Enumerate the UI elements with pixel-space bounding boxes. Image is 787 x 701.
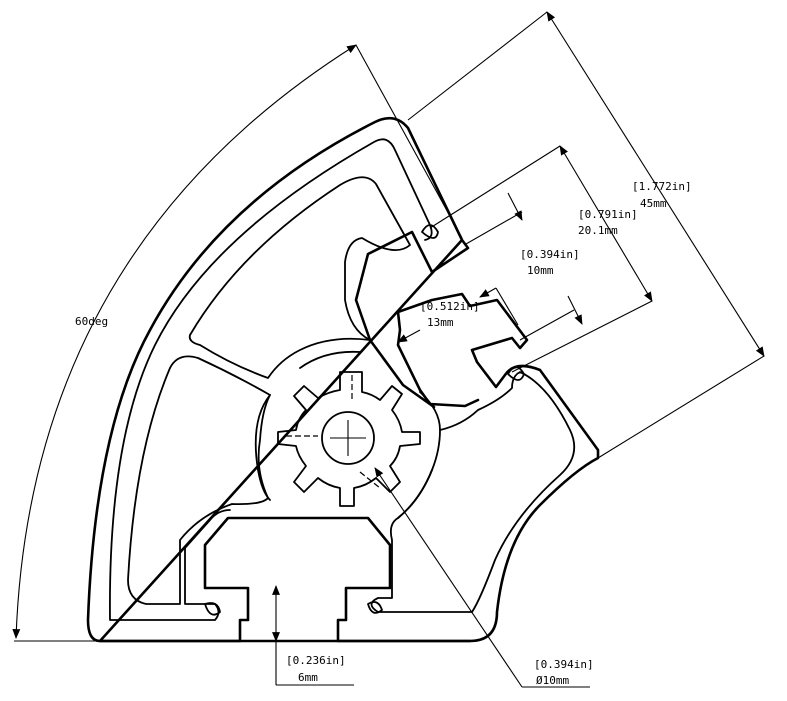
- svg-text:Ø10mm: Ø10mm: [536, 674, 569, 687]
- svg-text:10mm: 10mm: [527, 264, 554, 277]
- svg-text:[0.394in]: [0.394in]: [520, 248, 580, 261]
- svg-text:[0.394in]: [0.394in]: [534, 658, 594, 671]
- svg-text:6mm: 6mm: [298, 671, 318, 684]
- svg-text:[0.236in]: [0.236in]: [286, 654, 346, 667]
- dimension-slot-center: [0.791in] 20.1mm: [429, 145, 653, 373]
- svg-text:13mm: 13mm: [427, 316, 454, 329]
- svg-text:[0.512in]: [0.512in]: [420, 300, 480, 313]
- svg-text:20.1mm: 20.1mm: [578, 224, 618, 237]
- angle-label: 60deg: [75, 315, 108, 328]
- svg-text:[0.791in]: [0.791in]: [578, 208, 638, 221]
- dimension-bore: [0.394in] Ø10mm: [374, 467, 594, 688]
- dimension-slot-width: [0.394in] 10mm: [465, 192, 583, 341]
- svg-text:45mm: 45mm: [640, 197, 667, 210]
- dimension-slot-depth: [0.512in] 13mm: [397, 287, 519, 343]
- dimension-bottom-opening: [0.236in] 6mm: [272, 585, 354, 686]
- dimension-60deg: 60deg: [12, 44, 463, 642]
- svg-text:[1.772in]: [1.772in]: [632, 180, 692, 193]
- inner-cavities: [109, 138, 576, 621]
